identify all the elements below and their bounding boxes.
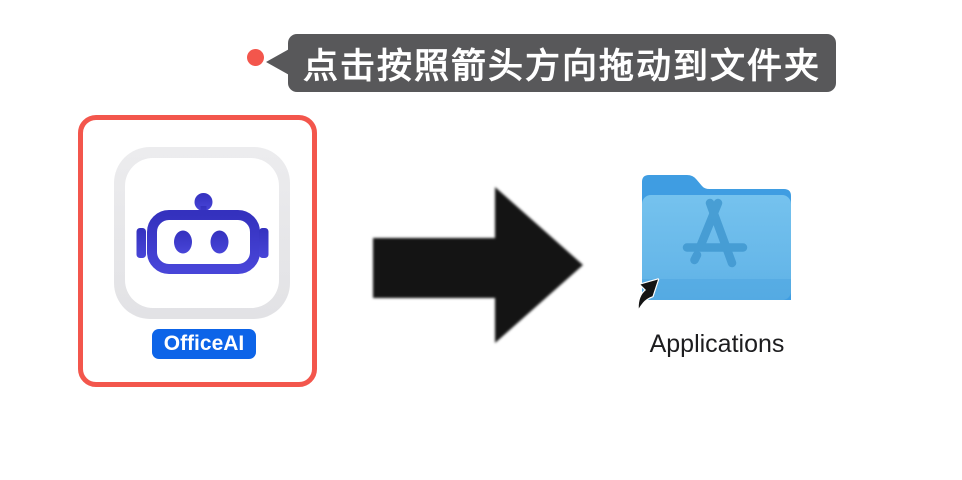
instruction-callout: 点击按照箭头方向拖动到文件夹 <box>288 34 836 92</box>
applications-folder-label[interactable]: Applications <box>606 330 828 358</box>
instruction-text: 点击按照箭头方向拖动到文件夹 <box>302 46 821 86</box>
officeai-filename-label[interactable]: OfficeAI <box>152 329 256 359</box>
right-arrow-icon <box>373 187 583 343</box>
applications-folder-label-text: Applications <box>649 330 785 358</box>
app-store-glyph <box>682 198 748 268</box>
officeai-filename-text: OfficeAI <box>163 332 245 355</box>
officeai-app-icon-face <box>125 158 279 308</box>
applications-folder[interactable] <box>637 175 791 310</box>
callout-tail <box>266 48 291 76</box>
robot-icon <box>136 193 268 274</box>
highlight-box <box>78 115 317 387</box>
officeai-app-icon[interactable] <box>114 147 290 319</box>
drag-cursor-icon <box>637 278 660 310</box>
red-dot <box>247 49 264 66</box>
applications-folder-icon <box>642 175 791 300</box>
